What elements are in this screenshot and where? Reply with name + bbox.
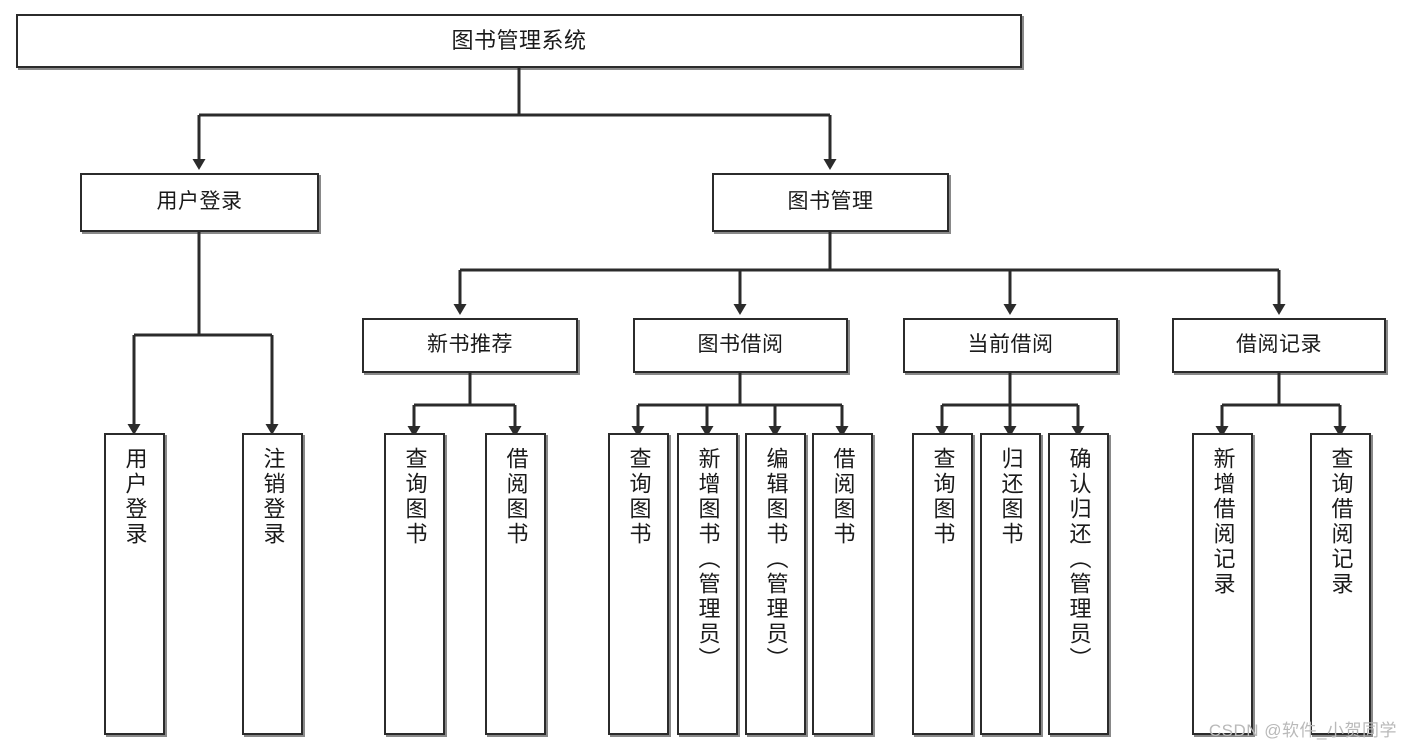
node-label: 当前借阅 <box>967 333 1054 357</box>
node-label: 借阅图书 <box>503 447 529 547</box>
node-label: 查询图书 <box>626 447 652 547</box>
node-label: 图书管理 <box>787 190 874 214</box>
leaf-current-return-books[interactable]: 归还图书 <box>980 433 1041 735</box>
leaf-logout[interactable]: 注销登录 <box>242 433 303 735</box>
node-book-borrowing[interactable]: 图书借阅 <box>633 318 848 373</box>
leaf-borrow-query-books[interactable]: 查询图书 <box>608 433 669 735</box>
leaf-borrow-add-book-admin[interactable]: 新增图书（管理员） <box>677 433 738 735</box>
node-current-borrowing[interactable]: 当前借阅 <box>903 318 1118 373</box>
node-label: 确认归还（管理员） <box>1066 447 1092 672</box>
node-book-management[interactable]: 图书管理 <box>712 173 949 232</box>
node-label: 新书推荐 <box>427 333 513 357</box>
node-label: 用户登录 <box>122 447 148 547</box>
node-new-book-recommendation[interactable]: 新书推荐 <box>362 318 578 373</box>
node-user-login[interactable]: 用户登录 <box>80 173 319 232</box>
node-label: 注销登录 <box>260 447 286 547</box>
node-label: 新增借阅记录 <box>1210 447 1236 597</box>
node-borrowing-records[interactable]: 借阅记录 <box>1172 318 1386 373</box>
node-label: 借阅记录 <box>1236 333 1322 357</box>
leaf-current-query-books[interactable]: 查询图书 <box>912 433 973 735</box>
node-label: 图书管理系统 <box>451 28 587 54</box>
watermark: CSDN @软件_小贺同学 <box>1208 721 1397 740</box>
leaf-borrow-edit-book-admin[interactable]: 编辑图书（管理员） <box>745 433 806 735</box>
node-label: 编辑图书（管理员） <box>763 447 789 672</box>
node-label: 查询图书 <box>930 447 956 547</box>
leaf-current-confirm-return-admin[interactable]: 确认归还（管理员） <box>1048 433 1109 735</box>
leaf-records-add-record[interactable]: 新增借阅记录 <box>1192 433 1253 735</box>
node-label: 借阅图书 <box>830 447 856 547</box>
node-label: 查询借阅记录 <box>1328 447 1354 597</box>
node-label: 图书借阅 <box>697 333 784 357</box>
node-label: 查询图书 <box>402 447 428 547</box>
leaf-new-book-borrow-books[interactable]: 借阅图书 <box>485 433 546 735</box>
leaf-records-query-record[interactable]: 查询借阅记录 <box>1310 433 1371 735</box>
leaf-new-book-query-books[interactable]: 查询图书 <box>384 433 445 735</box>
node-root-book-management-system[interactable]: 图书管理系统 <box>16 14 1022 68</box>
leaf-borrow-borrow-books[interactable]: 借阅图书 <box>812 433 873 735</box>
leaf-user-login[interactable]: 用户登录 <box>104 433 165 735</box>
node-label: 新增图书（管理员） <box>695 447 721 672</box>
node-label: 用户登录 <box>156 190 243 214</box>
node-label: 归还图书 <box>998 447 1024 547</box>
